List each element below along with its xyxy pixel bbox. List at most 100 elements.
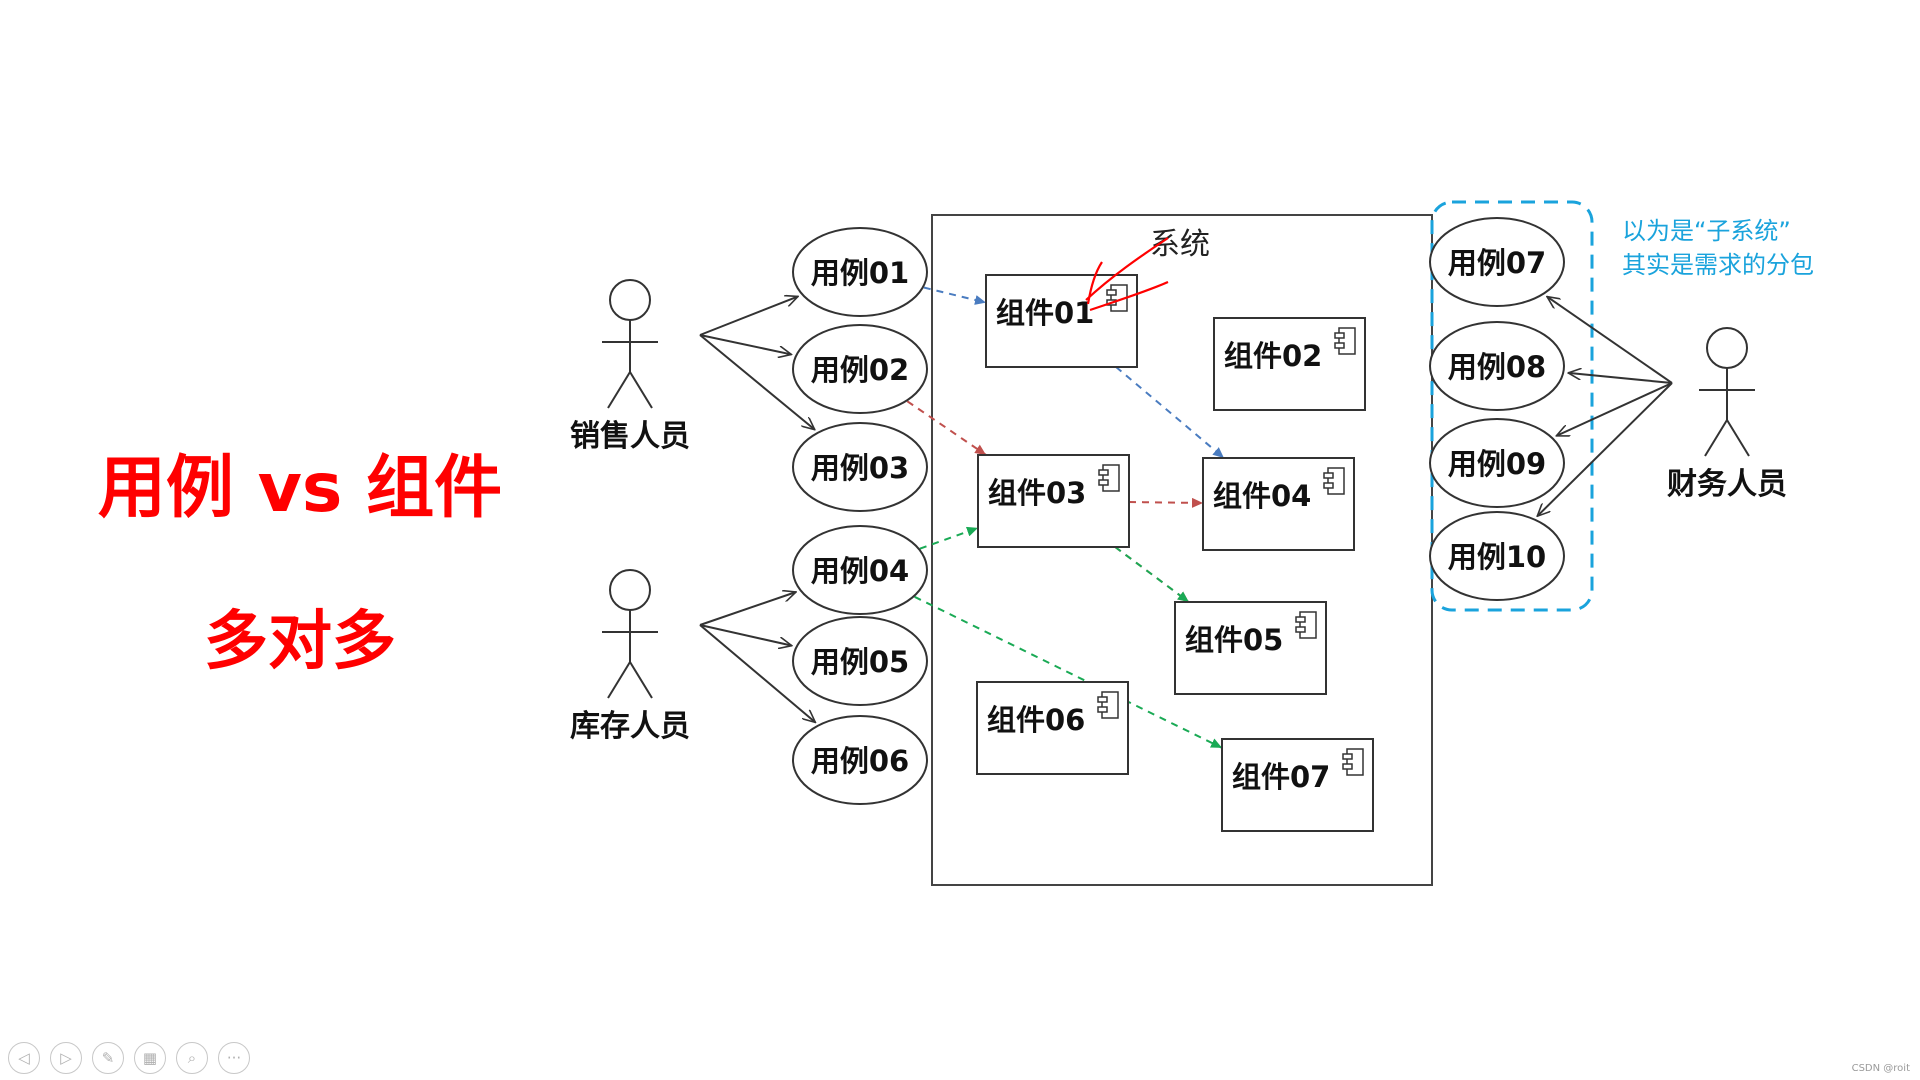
annotation-note: 以为是“子系统” 其实是需求的分包 xyxy=(1622,214,1814,282)
use-case-ellipse xyxy=(792,715,928,805)
actor-leg xyxy=(629,661,653,699)
watermark: CSDN @roit xyxy=(1851,1063,1910,1074)
component-c05: 组件05 xyxy=(1174,601,1327,695)
red-handwritten-markup xyxy=(1085,237,1169,312)
markup-stroke xyxy=(1085,237,1169,301)
use-case-uc08: 用例08 xyxy=(1429,321,1565,411)
use-case-uc07: 用例07 xyxy=(1429,217,1565,307)
next-icon[interactable]: ▷ xyxy=(50,1042,82,1074)
association-stock-uc05 xyxy=(699,624,792,646)
use-case-ellipse xyxy=(1429,418,1565,508)
zoom-icon[interactable]: ⌕ xyxy=(176,1042,208,1074)
use-case-label: 用例05 xyxy=(811,645,909,679)
component-label: 组件07 xyxy=(1232,760,1330,794)
use-case-ellipse xyxy=(792,616,928,706)
dependency-uc04-c03 xyxy=(919,526,979,550)
slide-title: 用例 vs 组件 xyxy=(97,449,503,528)
dependency-c03-c05 xyxy=(1114,546,1190,603)
actor-label: 财务人员 xyxy=(1667,467,1787,502)
dependency-uc02-c03 xyxy=(906,400,987,456)
prev-icon[interactable]: ◁ xyxy=(8,1042,40,1074)
annotation-line-1: 以为是“子系统” xyxy=(1622,217,1791,245)
component-c03: 组件03 xyxy=(977,454,1130,548)
use-case-label: 用例08 xyxy=(1448,350,1546,384)
use-case-ellipse xyxy=(792,227,928,317)
use-case-uc04: 用例04 xyxy=(792,525,928,615)
component-label: 组件05 xyxy=(1185,623,1283,657)
use-case-label: 用例07 xyxy=(1448,246,1546,280)
component-label: 组件01 xyxy=(996,296,1094,330)
more-icon[interactable]: ··· xyxy=(218,1042,250,1074)
component-c07: 组件07 xyxy=(1221,738,1374,832)
actor-leg xyxy=(1726,419,1750,457)
requirement-package-boundary xyxy=(1430,200,1594,612)
dependency-uc01-c01 xyxy=(923,286,987,305)
actor-leg xyxy=(629,371,653,409)
component-c04: 组件04 xyxy=(1202,457,1355,551)
actor-sales: 销售人员 xyxy=(570,279,690,454)
component-icon xyxy=(1295,611,1317,639)
use-case-uc06: 用例06 xyxy=(792,715,928,805)
use-case-label: 用例02 xyxy=(811,353,909,387)
actor-leg xyxy=(607,371,631,409)
use-case-label: 用例10 xyxy=(1448,540,1546,574)
use-case-label: 用例03 xyxy=(811,451,909,485)
use-case-label: 用例09 xyxy=(1448,447,1546,481)
dependency-uc04-c07 xyxy=(914,595,1223,749)
use-case-ellipse xyxy=(792,324,928,414)
use-case-ellipse xyxy=(792,525,928,615)
pen-icon[interactable]: ✎ xyxy=(92,1042,124,1074)
actor-leg xyxy=(1704,419,1728,457)
component-icon xyxy=(1323,467,1345,495)
component-label: 组件06 xyxy=(987,703,1085,737)
component-c01: 组件01 xyxy=(985,274,1138,368)
actor-label: 销售人员 xyxy=(570,419,690,454)
dependency-c03-c04 xyxy=(1128,497,1204,508)
actor-label: 库存人员 xyxy=(570,709,690,744)
association-sales-uc03 xyxy=(699,334,815,430)
component-icon xyxy=(1334,327,1356,355)
actor-finance: 财务人员 xyxy=(1667,327,1787,502)
component-c06: 组件06 xyxy=(976,681,1129,775)
slides-icon[interactable]: ▦ xyxy=(134,1042,166,1074)
slide-subtitle: 多对多 xyxy=(204,605,396,679)
component-icon xyxy=(1342,748,1364,776)
use-case-uc09: 用例09 xyxy=(1429,418,1565,508)
use-case-label: 用例04 xyxy=(811,554,909,588)
presentation-toolbar: ◁ ▷ ✎ ▦ ⌕ ··· xyxy=(8,1042,250,1074)
use-case-label: 用例06 xyxy=(811,744,909,778)
dependency-c01-c04 xyxy=(1115,366,1225,459)
association-finance-uc07 xyxy=(1547,297,1673,384)
annotation-line-2: 其实是需求的分包 xyxy=(1622,251,1814,279)
use-case-ellipse xyxy=(792,422,928,512)
use-case-uc10: 用例10 xyxy=(1429,511,1565,601)
component-c02: 组件02 xyxy=(1213,317,1366,411)
actor-head xyxy=(609,279,651,321)
use-case-uc01: 用例01 xyxy=(792,227,928,317)
use-case-ellipse xyxy=(1429,511,1565,601)
actor-head xyxy=(1706,327,1748,369)
component-icon xyxy=(1098,464,1120,492)
use-case-ellipse xyxy=(1429,321,1565,411)
association-stock-uc04 xyxy=(699,592,796,626)
association-sales-uc01 xyxy=(699,296,798,336)
use-case-uc03: 用例03 xyxy=(792,422,928,512)
association-sales-uc02 xyxy=(699,334,791,354)
actor-leg xyxy=(607,661,631,699)
component-label: 组件04 xyxy=(1213,479,1311,513)
markup-stroke xyxy=(1089,280,1169,312)
component-icon xyxy=(1097,691,1119,719)
component-label: 组件02 xyxy=(1224,339,1322,373)
use-case-ellipse xyxy=(1429,217,1565,307)
actor-head xyxy=(609,569,651,611)
association-stock-uc06 xyxy=(699,624,815,722)
use-case-uc02: 用例02 xyxy=(792,324,928,414)
component-label: 组件03 xyxy=(988,476,1086,510)
association-finance-uc10 xyxy=(1537,382,1673,516)
association-finance-uc09 xyxy=(1556,382,1673,437)
use-case-uc05: 用例05 xyxy=(792,616,928,706)
association-finance-uc08 xyxy=(1568,373,1673,384)
use-case-label: 用例01 xyxy=(811,256,909,290)
actor-stock: 库存人员 xyxy=(570,569,690,744)
